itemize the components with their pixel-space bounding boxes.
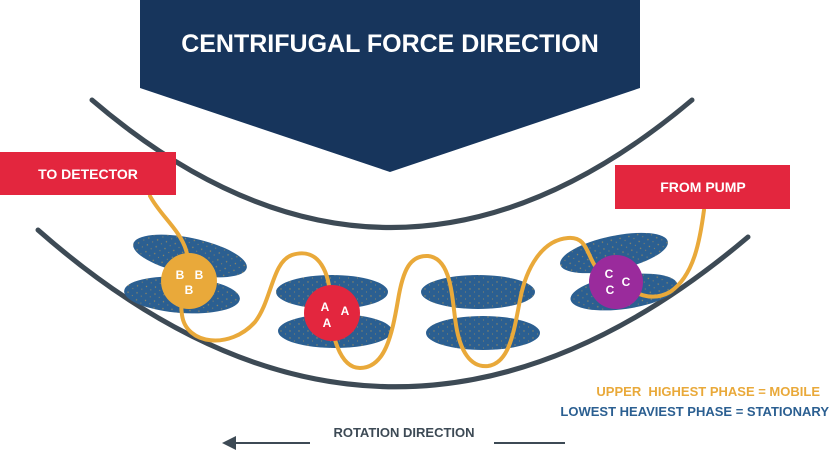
analyte-b-letter-3: B [185,283,194,297]
rotation-arrow-head-icon [222,436,236,450]
upper-phase-legend: UPPER HIGHEST PHASE = MOBILE [596,384,820,399]
analyte-c-letter-1: C [605,267,614,281]
rotor-outer-arc [35,227,751,390]
analyte-c-letter-2: C [622,275,631,289]
analyte-b-letter-2: B [195,268,204,282]
to-detector-box [0,152,176,195]
analyte-a-letter-3: A [323,316,332,330]
analyte-a-letter-2: A [341,304,350,318]
lower-phase-legend: LOWEST HEAVIEST PHASE = STATIONARY [560,404,829,419]
rotation-label-bg [310,422,494,448]
centrifugal-arrow [140,0,640,172]
analyte-c-letter-3: C [606,283,615,297]
page-title: CENTRIFUGAL FORCE DIRECTION [181,30,599,58]
from-pump-label: FROM PUMP [660,179,746,195]
to-detector-label: TO DETECTOR [38,166,138,182]
analyte-a-letter-1: A [321,300,330,314]
analyte-c: C C C [589,255,643,309]
mobile-phase-tube [148,194,706,371]
from-pump-box [615,165,790,209]
analyte-a: A A A [304,285,360,341]
analyte-b-letter-1: B [176,268,185,282]
rotor-inner-arc [89,97,695,230]
rotation-label: ROTATION DIRECTION [333,425,474,440]
analyte-b: B B B [161,253,217,309]
